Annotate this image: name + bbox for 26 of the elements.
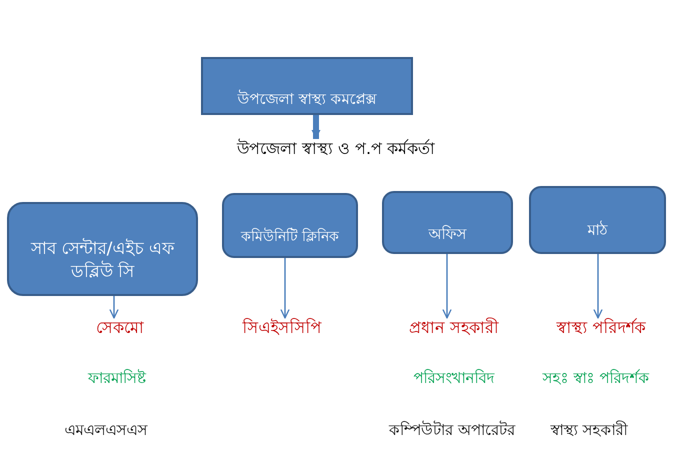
process-box [222,193,358,258]
staff-label: পরিসংখানবিদ [414,369,494,388]
block-arrow [312,115,320,139]
staff-label: স্বাস্থ্য সহকারী [550,421,628,440]
process-box [529,186,666,254]
staff-label: কম্পিউটার অপারেটর [389,421,515,440]
box-label: উপজেলা স্বাস্থ্য কমপ্লেক্স [238,88,376,109]
title-text: উপজেলা স্বাস্থ্য ও প.প কর্মকর্তা [236,139,436,160]
arrow [442,254,452,319]
arrow [280,258,290,319]
staff-label: এমএলএসএস [64,421,148,440]
arrow [109,296,119,319]
process-box [382,191,513,254]
process-box [7,202,198,296]
box-label: সাব সেন্টার/এইচ এফ ডব্লিউ সি [30,238,176,284]
staff-label: ফারমাসিষ্ট [88,369,146,388]
box-label: মাঠ [588,220,608,240]
staff-label: সহঃ স্বাঃ পরিদর্শক [542,369,650,388]
staff-label: সিএইসসিপি [242,318,322,339]
staff-label: প্রধান সহকারী [408,318,500,339]
arrow [593,254,603,319]
header-box [201,57,413,115]
staff-label: স্বাস্থ্য পরিদর্শক [556,318,646,339]
box-label: কমিউনিটি ক্লিনিক [240,228,340,247]
staff-label: সেকমো [96,318,144,339]
box-label: অফিস [428,224,466,244]
